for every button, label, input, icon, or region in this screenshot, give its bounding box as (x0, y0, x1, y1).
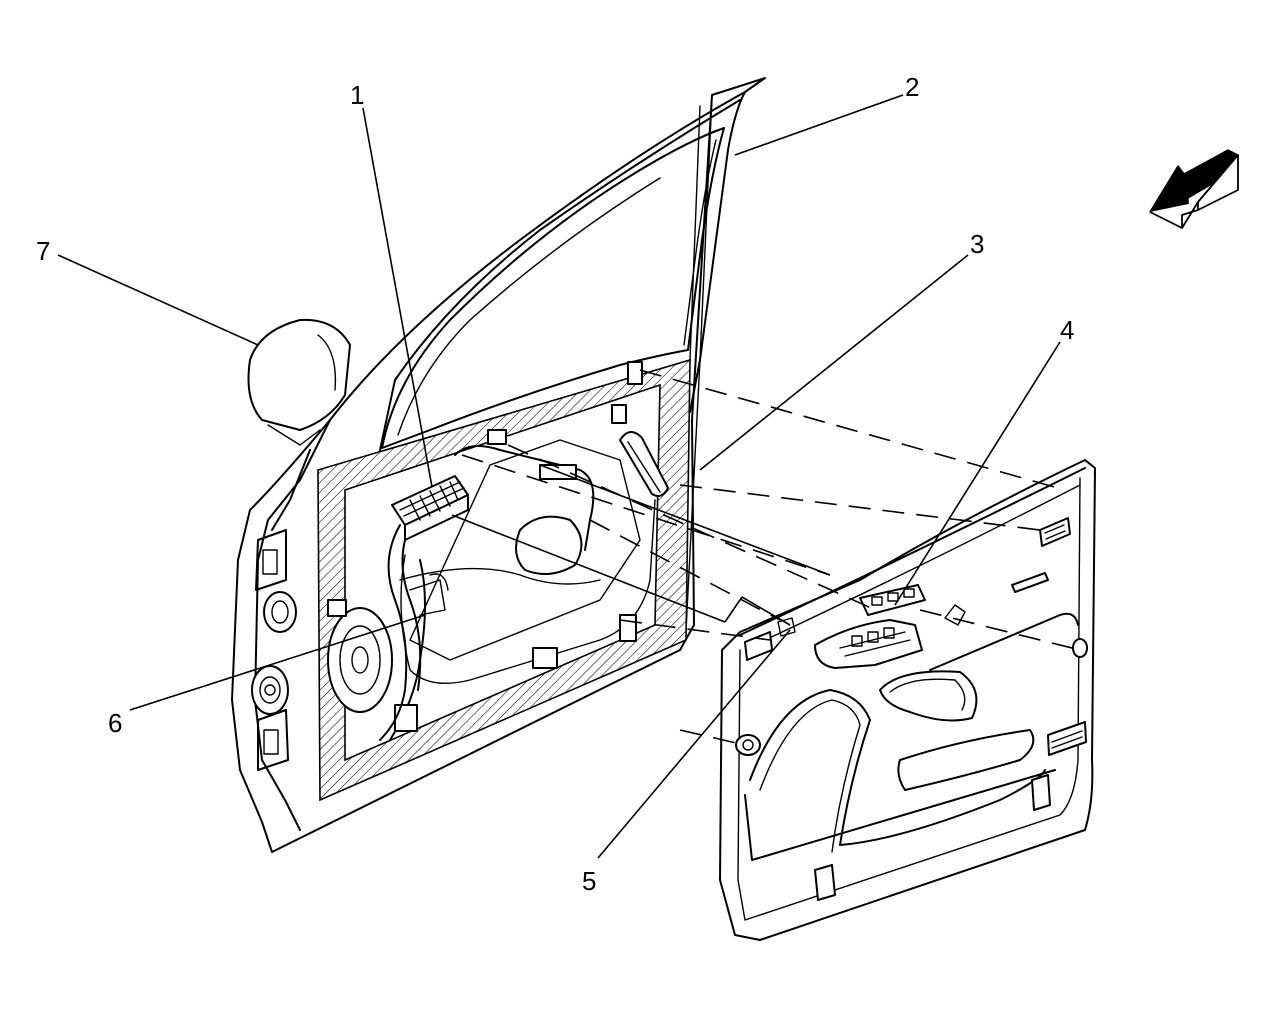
door-trim-panel (719, 459, 1096, 941)
alignment-lines (451, 369, 1081, 746)
callout-leaders (57, 94, 1061, 859)
callout-6: 6 (108, 708, 122, 738)
door-module-connector (391, 475, 469, 541)
callout-2: 2 (905, 72, 919, 102)
callout-1: 1 (350, 80, 364, 110)
callout-7: 7 (36, 236, 50, 266)
outside-rearview-mirror (247, 318, 351, 446)
door-frame (231, 77, 766, 853)
callout-5: 5 (582, 866, 596, 896)
door-wiring-harness (379, 524, 449, 741)
callout-3: 3 (970, 229, 984, 259)
front-direction-arrow-icon (1149, 149, 1239, 229)
callout-4: 4 (1060, 315, 1074, 345)
